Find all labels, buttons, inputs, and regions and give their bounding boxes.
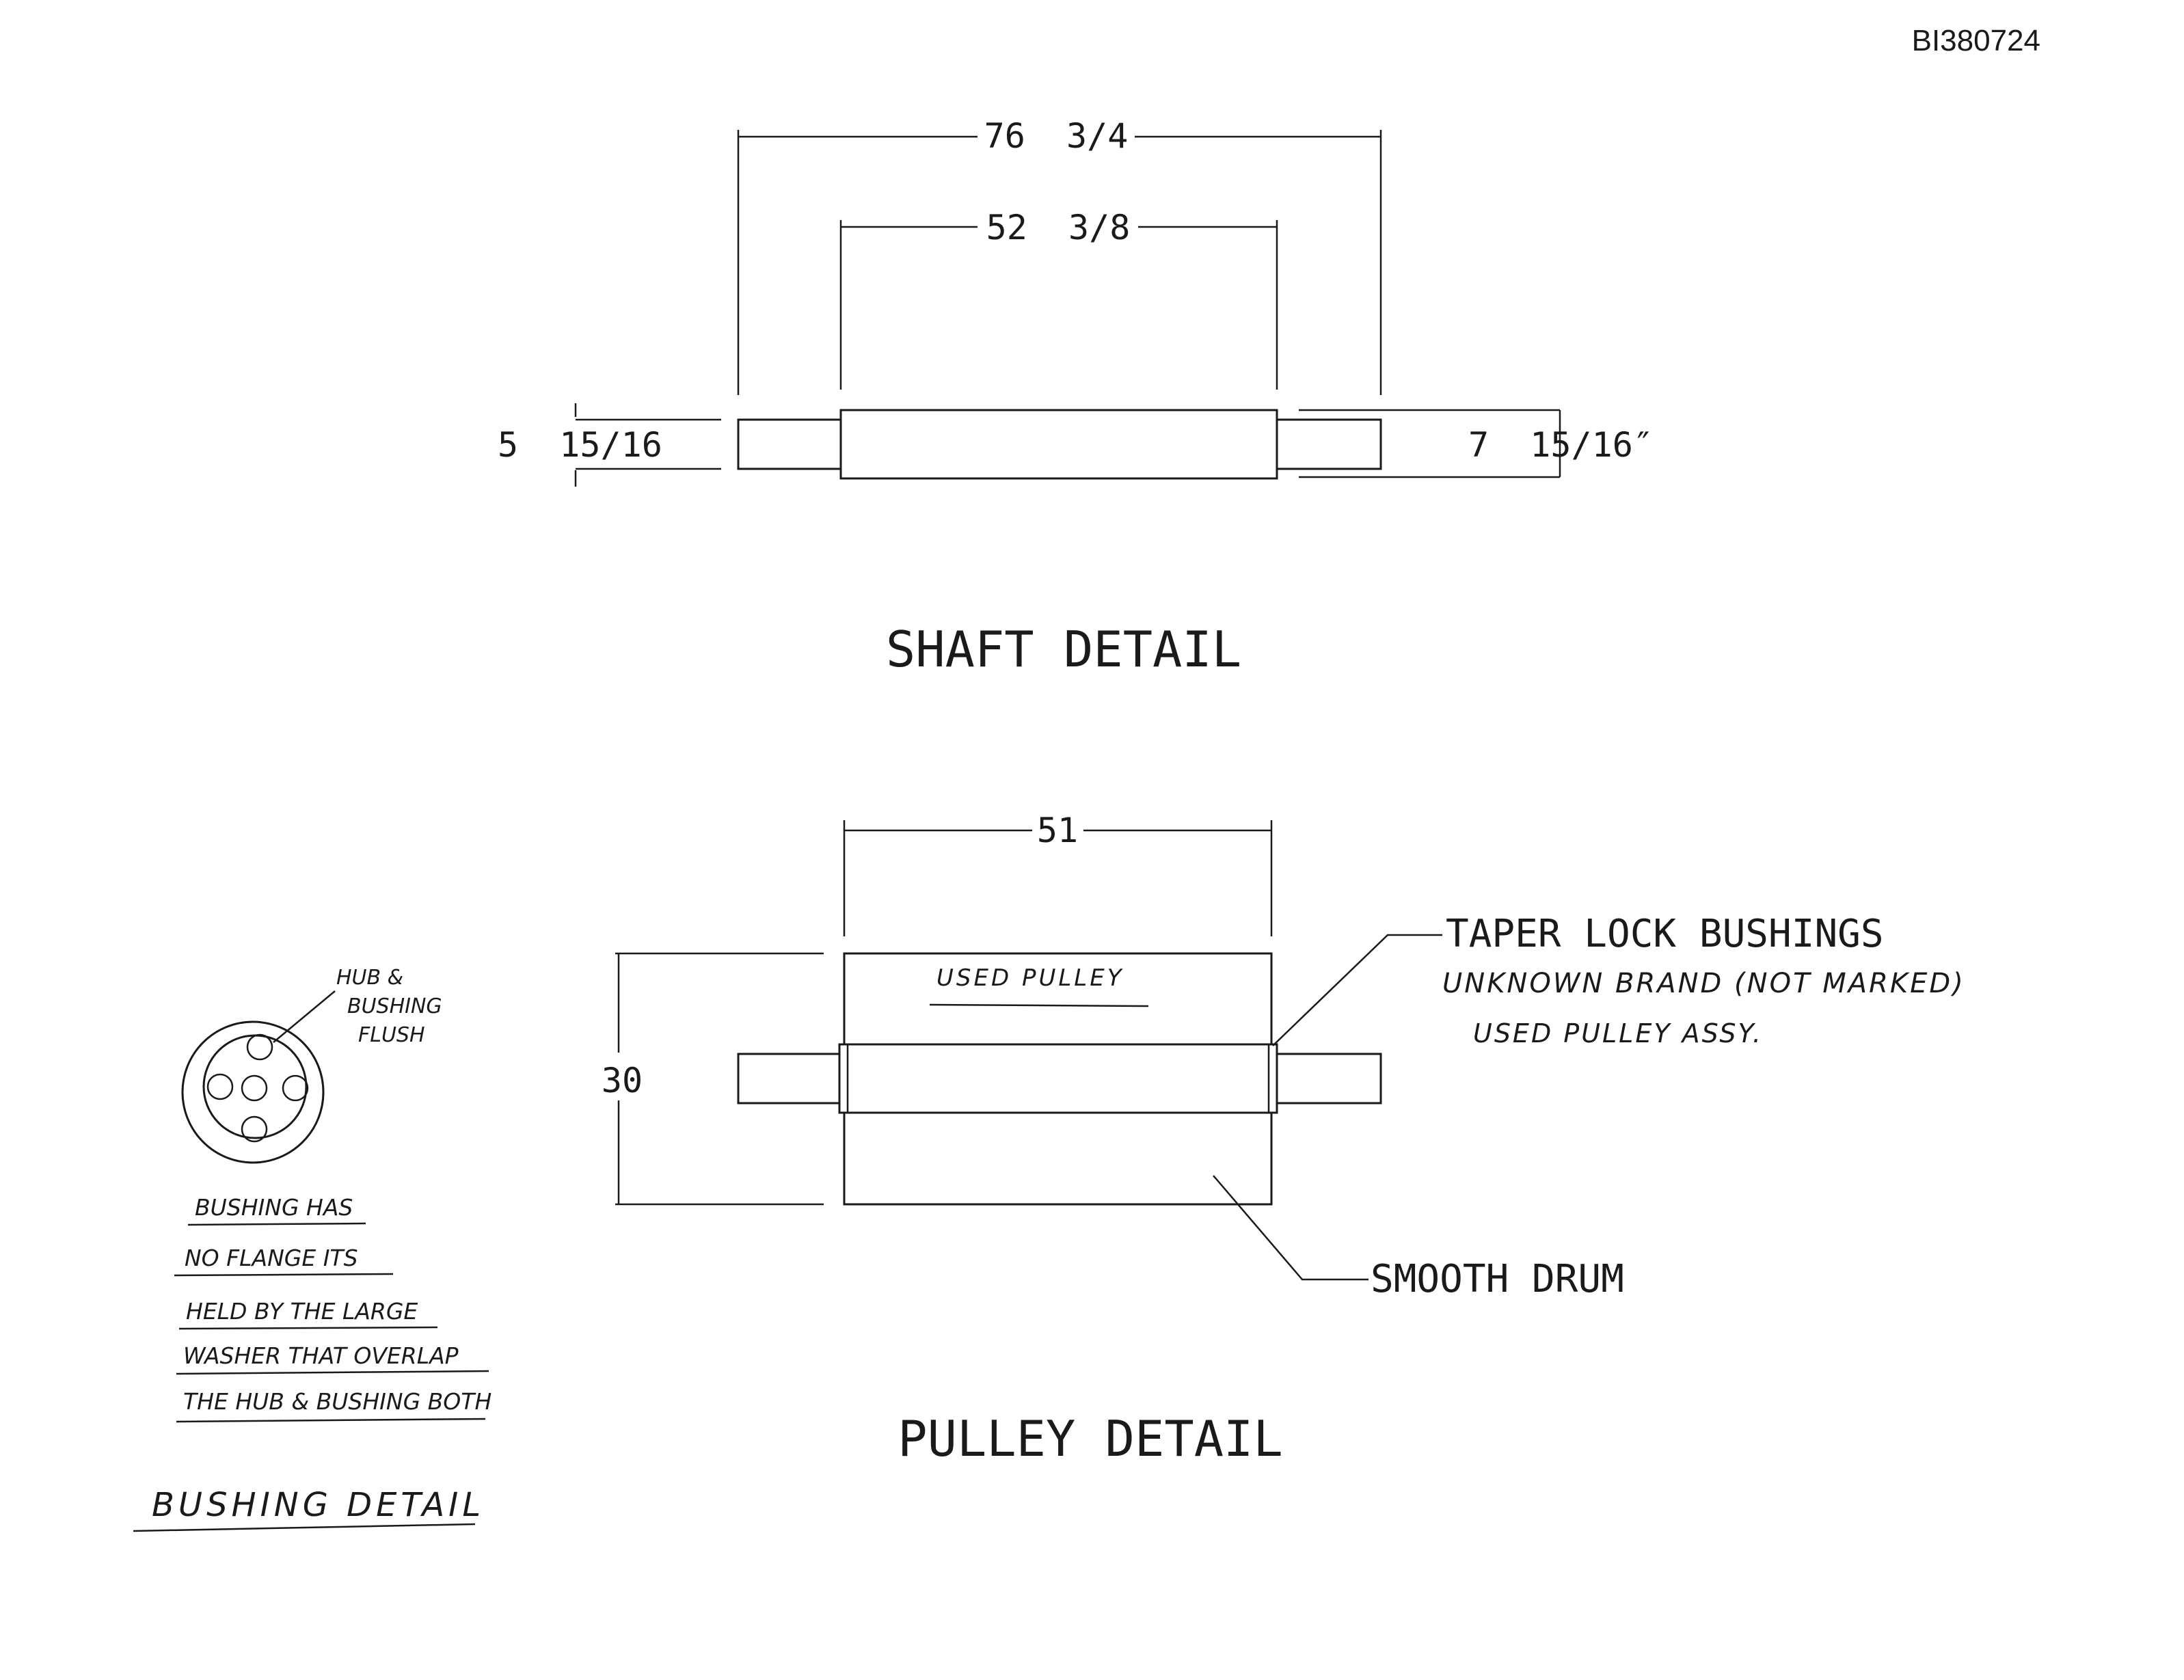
- bushing-note-line-3: HELD BY THE LARGE: [186, 1298, 418, 1325]
- pulley-diameter-label: 30: [602, 1061, 643, 1100]
- bushing-detail-title: BUSHING DETAIL: [152, 1486, 485, 1524]
- bushing-detail: HUB & BUSHING FLUSH BUSHING HAS NO FLANG…: [133, 966, 491, 1532]
- shaft-left-dim-label: 5 15/16: [498, 425, 662, 465]
- bushings-note-line-2: USED PULLEY ASSY.: [1473, 1018, 1763, 1048]
- shaft-detail: 76 3/4 52 3/8 5 15/16 7 15/16″ SHAFT DET…: [498, 116, 1654, 678]
- bushings-callout: TAPER LOCK BUSHINGS: [1446, 912, 1884, 956]
- hub-note-line-1: HUB &: [336, 966, 403, 990]
- shaft-body: [839, 409, 1278, 480]
- shaft-right-journal: [1276, 418, 1382, 470]
- bushing-note-line-5: THE HUB & BUSHING BOTH: [183, 1388, 491, 1415]
- drum-callout: SMOOTH DRUM: [1371, 1257, 1624, 1301]
- pulley-detail-title: PULLEY DETAIL: [898, 1410, 1283, 1467]
- bushing-note-line-2: NO FLANGE ITS: [185, 1245, 358, 1271]
- pulley-shaft-right: [1276, 1053, 1382, 1105]
- bushing-note-line-4: WASHER THAT OVERLAP: [183, 1342, 459, 1369]
- shaft-right-dim-label: 7 15/16″: [1468, 425, 1654, 465]
- shaft-body-length-label: 52 3/8: [986, 208, 1131, 247]
- pulley-shaft-body: [838, 1043, 1278, 1114]
- shaft-overall-length-label: 76 3/4: [984, 116, 1129, 156]
- hub-note-line-2: BUSHING: [347, 994, 442, 1018]
- pulley-drum-label: USED PULLEY: [936, 964, 1124, 992]
- bushings-leader-line: [1272, 934, 1442, 1046]
- pulley-detail: 51 30 USED PULLEY TAPER LOCK BUSHINGS UN…: [602, 811, 1965, 1467]
- shaft-left-journal: [737, 418, 842, 470]
- drawing-number: BI380724: [1912, 24, 2040, 57]
- bushing-note-line-1: BUSHING HAS: [195, 1194, 353, 1221]
- hub-note-line-3: FLUSH: [358, 1023, 425, 1047]
- pulley-face-width-label: 51: [1037, 811, 1078, 850]
- bushings-note-line-1: UNKNOWN BRAND (NOT MARKED): [1442, 968, 1965, 999]
- drum-leader-line: [1213, 1175, 1369, 1281]
- pulley-shaft-left: [737, 1053, 842, 1105]
- shaft-detail-title: SHAFT DETAIL: [886, 621, 1241, 678]
